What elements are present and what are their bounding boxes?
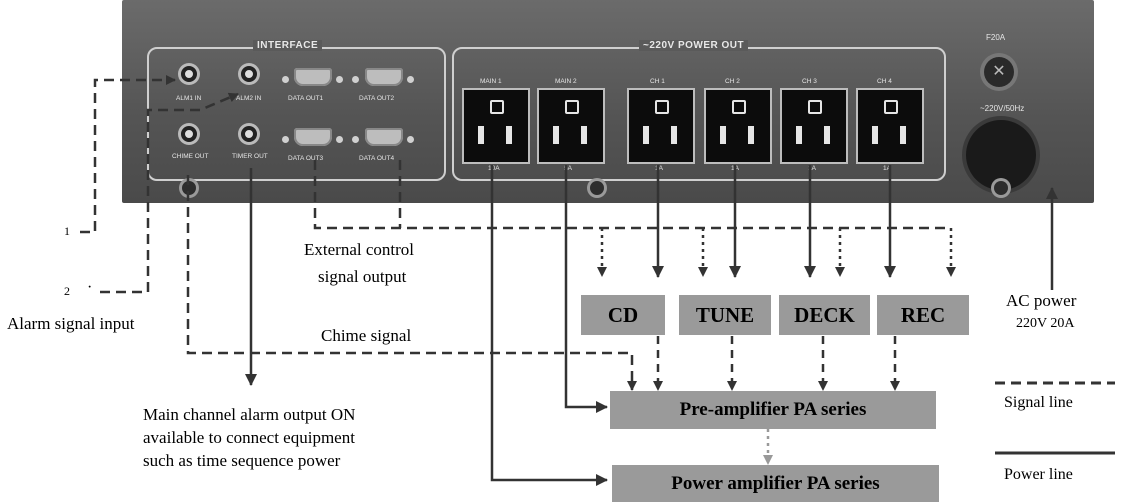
poweramp-label: Power amplifier PA series: [671, 472, 880, 494]
outlet-ch3-label: CH 3: [802, 78, 817, 85]
poweramp-box: Power amplifier PA series: [612, 465, 939, 502]
panel-screw: [182, 181, 196, 195]
data-out1-label: DATA OUT1: [288, 95, 324, 102]
main-alarm-line-2: available to connect equipment: [143, 428, 355, 447]
legend-signal-label: Signal line: [1004, 394, 1073, 411]
screw: [336, 136, 343, 143]
data-out3-port: [294, 128, 332, 146]
outlet-ch4: [856, 88, 924, 164]
outlet-main1-rating: 10A: [488, 165, 500, 172]
chime-out-label: CHIME OUT: [172, 153, 209, 160]
alm2-label: ALM2 IN: [236, 95, 262, 102]
power-out-section: ~220V POWER OUT: [452, 40, 946, 181]
outlet-main2: [537, 88, 605, 164]
ac-power-label: AC power: [1006, 291, 1077, 310]
ac-power-rating: 220V 20A: [1016, 316, 1075, 331]
timer-out-jack: [238, 123, 260, 145]
chime-out-jack: [178, 123, 200, 145]
ac-input-label: ~220V/50Hz: [980, 104, 1025, 113]
outlet-main2-rating: 5A: [564, 165, 572, 172]
screw: [282, 76, 289, 83]
data-out4-port: [365, 128, 403, 146]
external-control-label-1: External control: [304, 240, 414, 259]
alm2-jack: [238, 63, 260, 85]
screw: [407, 136, 414, 143]
input-2-label: 2: [64, 284, 70, 298]
power-out-title: ~220V POWER OUT: [639, 40, 749, 51]
fuse-holder-icon: ✕: [984, 57, 1014, 87]
source-cd-label: CD: [607, 302, 639, 327]
preamp-label: Pre-amplifier PA series: [679, 399, 867, 420]
alarm-input-label: Alarm signal input: [7, 314, 135, 333]
screw: [282, 136, 289, 143]
alm1-jack: [178, 63, 200, 85]
outlet-ch3: [780, 88, 848, 164]
panel-screw: [590, 181, 604, 195]
source-deck: DECK: [779, 295, 870, 335]
outlet-ch2: [704, 88, 772, 164]
source-rec: REC: [877, 295, 969, 335]
alm1-label: ALM1 IN: [176, 95, 202, 102]
source-cd: CD: [581, 295, 665, 335]
fuse-label: F20A: [986, 33, 1006, 42]
chime-signal-label: Chime signal: [321, 326, 412, 345]
data-out1-port: [294, 68, 332, 86]
source-deck-label: DECK: [794, 302, 855, 327]
screw: [407, 76, 414, 83]
external-control-label-2: signal output: [318, 267, 407, 286]
outlet-ch4-rating: 1A: [883, 165, 891, 172]
outlet-ch4-label: CH 4: [877, 78, 892, 85]
input-2-dot: ·: [87, 279, 93, 296]
screw: [352, 76, 359, 83]
main-alarm-line-3: such as time sequence power: [143, 451, 341, 470]
ac-power-cable: [966, 120, 1036, 190]
legend-power-label: Power line: [1004, 466, 1073, 483]
source-tune: TUNE: [679, 295, 771, 335]
source-rec-label: REC: [900, 302, 946, 327]
source-tune-label: TUNE: [695, 302, 755, 327]
rear-panel: INTERFACE ALM1 IN ALM2 IN CHIME OUT TIME…: [122, 0, 1094, 203]
data-out3-label: DATA OUT3: [288, 155, 324, 162]
interface-title: INTERFACE: [253, 40, 323, 51]
outlet-main1-label: MAIN 1: [480, 78, 502, 85]
screw: [352, 136, 359, 143]
preamp-box: Pre-amplifier PA series: [610, 391, 936, 429]
outlet-ch1-label: CH 1: [650, 78, 665, 85]
outlet-main1: [462, 88, 530, 164]
outlet-ch3-rating: 1A: [808, 165, 816, 172]
main-alarm-line-1: Main channel alarm output ON: [143, 405, 356, 424]
input-1-label: 1: [64, 224, 70, 238]
screw: [336, 76, 343, 83]
timer-out-label: TIMER OUT: [232, 153, 268, 160]
data-out2-port: [365, 68, 403, 86]
outlet-main2-label: MAIN 2: [555, 78, 577, 85]
panel-screw: [994, 181, 1008, 195]
outlet-ch1: [627, 88, 695, 164]
data-out2-label: DATA OUT2: [359, 95, 395, 102]
outlet-ch2-label: CH 2: [725, 78, 740, 85]
data-out4-label: DATA OUT4: [359, 155, 395, 162]
